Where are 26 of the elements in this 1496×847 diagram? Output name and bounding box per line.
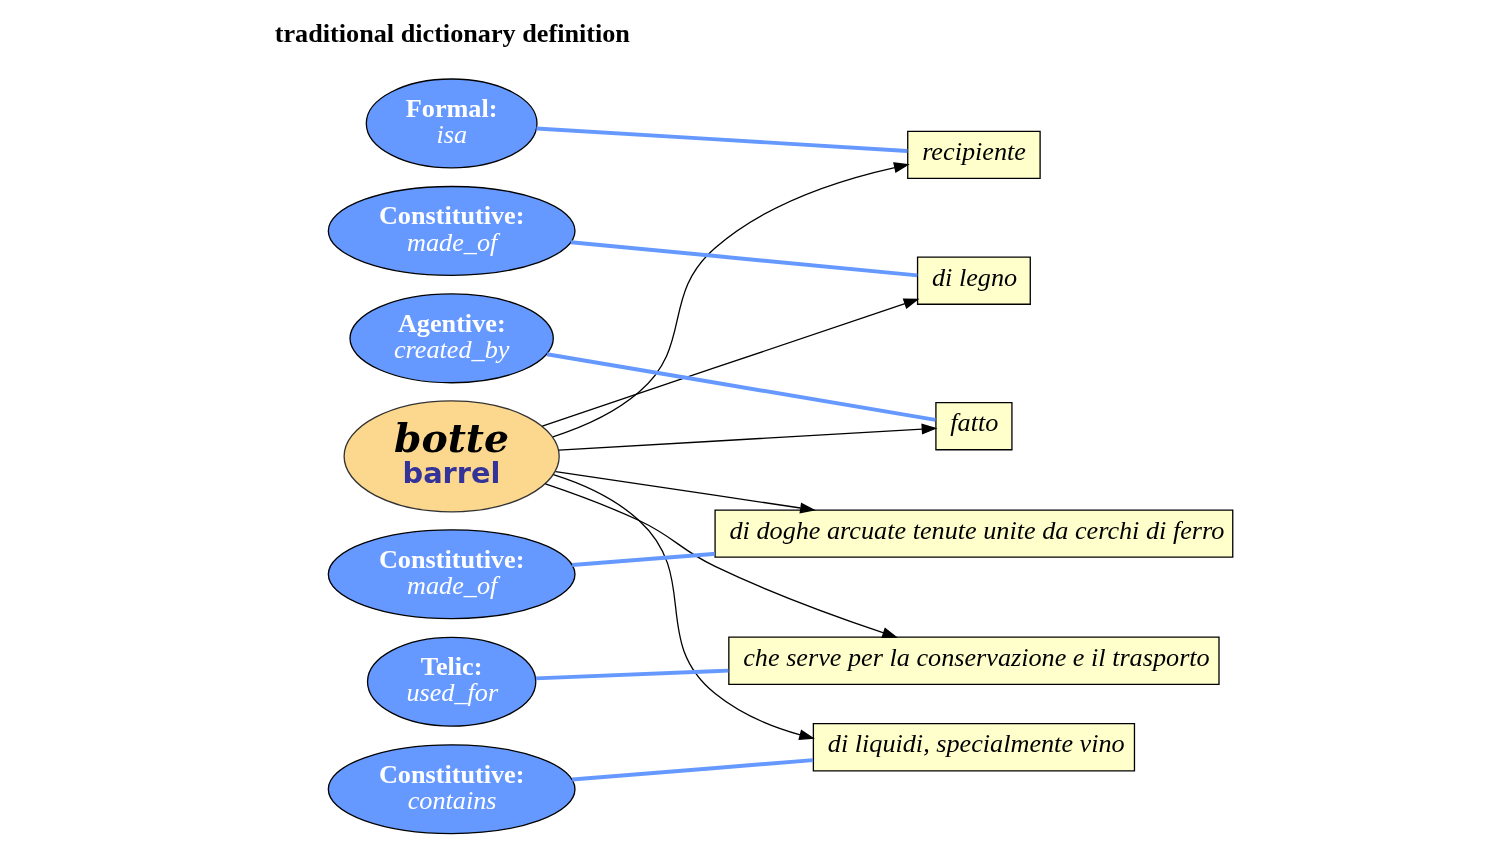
node-box: fatto: [934, 401, 1013, 451]
connector: [535, 126, 908, 153]
arrow: [554, 470, 816, 514]
node-ellipse: Constitutive: contains: [327, 744, 576, 835]
node-box: di doghe arcuate tenute unite da cerchi di ferro: [713, 509, 1233, 558]
node-box: di liquidi, specialmente vino: [812, 723, 1135, 772]
node-ellipse: Constitutive: made_of: [327, 185, 576, 276]
arrow: [557, 423, 937, 451]
connector: [571, 758, 813, 782]
node-box: recipiente: [906, 130, 1041, 180]
node-ellipse: Telic: used_for: [366, 636, 536, 727]
connector: [571, 551, 715, 567]
connector: [535, 668, 728, 681]
node-box: di legno: [916, 256, 1031, 305]
arrow: [551, 162, 910, 438]
node-ellipse: botte barrel: [342, 400, 560, 513]
arrow: [552, 473, 815, 741]
node-ellipse: Formal: isa: [365, 78, 538, 169]
node-ellipse: Constitutive: made_of: [327, 529, 576, 620]
label: traditional dictionary definition: [274, 19, 630, 49]
arrow: [544, 483, 898, 638]
connector: [546, 352, 936, 422]
connector: [570, 240, 917, 278]
node-box: che serve per la conservazione e il trasporto: [727, 636, 1220, 685]
node-ellipse: Agentive: created_by: [348, 293, 554, 384]
arrow: [541, 298, 919, 427]
